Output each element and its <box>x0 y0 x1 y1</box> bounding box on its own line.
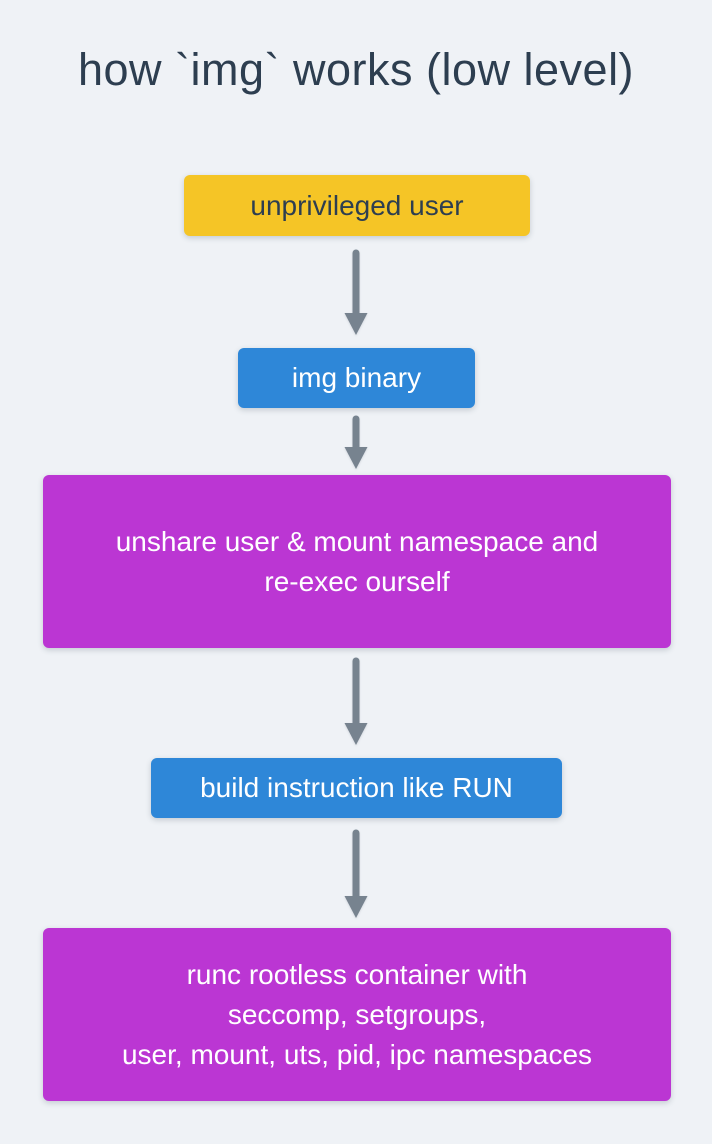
flow-node-label-line: re-exec ourself <box>264 565 450 597</box>
arrow-down-icon <box>344 249 368 335</box>
flow-node-label-line: runc rootless container with <box>186 958 528 990</box>
flow-node-unprivileged-user: unprivileged user <box>184 175 530 236</box>
flow-node-img-binary: img binary <box>238 348 475 408</box>
flow-node-label-line: unshare user & mount namespace and <box>115 525 599 557</box>
flow-node-label-line: seccomp, setgroups, <box>227 998 487 1030</box>
arrow-down-icon <box>344 829 368 918</box>
arrow-down-icon <box>344 657 368 745</box>
flow-node-label-line: user, mount, uts, pid, ipc namespaces <box>121 1038 593 1070</box>
flow-node-label: unprivileged user <box>250 189 464 221</box>
flow-node-build-instruction: build instruction like RUN <box>151 758 562 818</box>
diagram-title: how `img` works (low level) <box>77 44 635 95</box>
flow-node-label: img binary <box>291 362 422 393</box>
flow-node-unshare-reexec: unshare user & mount namespace and re-ex… <box>43 475 671 648</box>
arrow-down-icon <box>344 415 368 469</box>
flow-node-label: build instruction like RUN <box>200 772 513 803</box>
flow-node-runc-rootless: runc rootless container with seccomp, se… <box>43 928 671 1101</box>
